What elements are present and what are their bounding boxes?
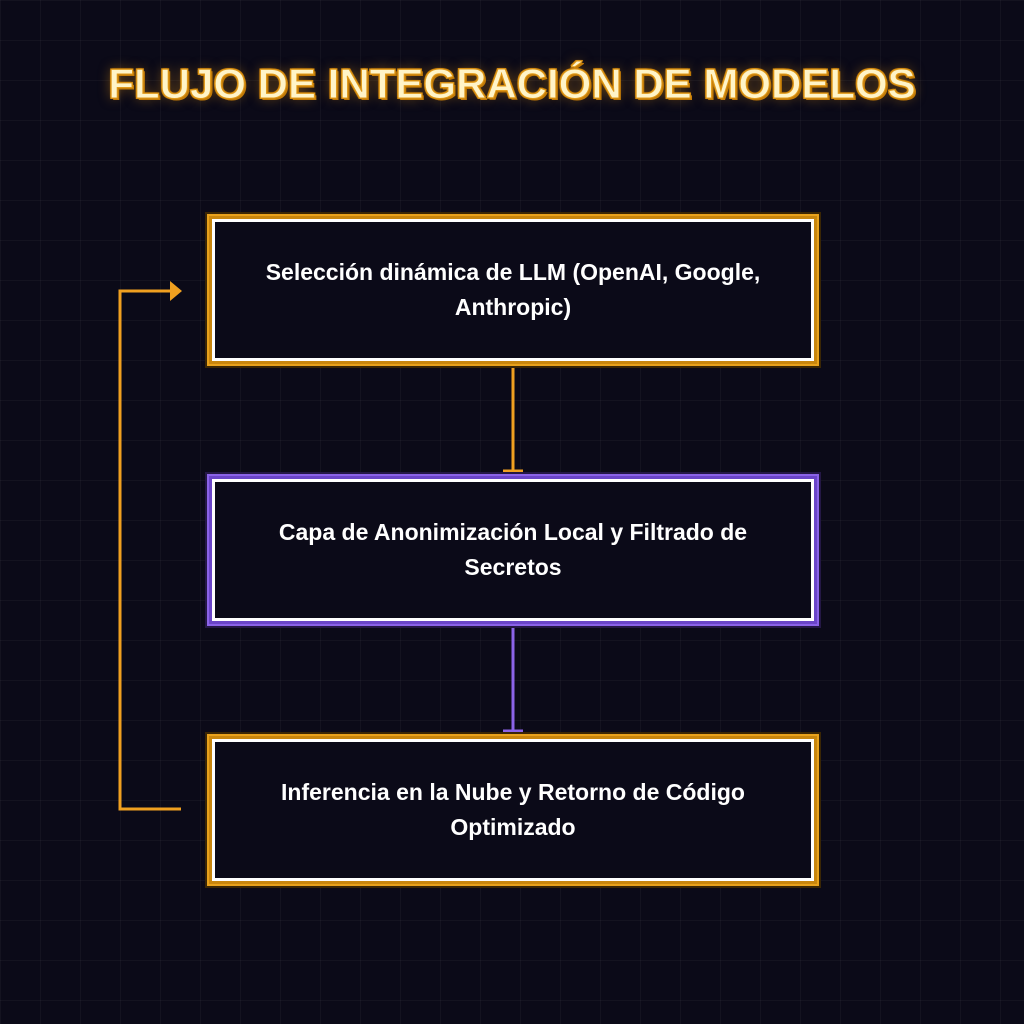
node-anonymization: Capa de Anonimización Local y Filtrado d… xyxy=(212,479,814,621)
node-label: Inferencia en la Nube y Retorno de Códig… xyxy=(281,779,745,840)
node-llm-selection: Selección dinámica de LLM (OpenAI, Googl… xyxy=(212,219,814,361)
node-label: Capa de Anonimización Local y Filtrado d… xyxy=(278,519,748,580)
diagram-title: FLUJO DE INTEGRACIÓN DE MODELOS xyxy=(108,60,916,108)
edge-inference-to-selection xyxy=(118,289,181,811)
node-inference: Inferencia en la Nube y Retorno de Códig… xyxy=(212,739,814,881)
node-label: Selección dinámica de LLM (OpenAI, Googl… xyxy=(265,259,761,320)
arrowhead-loop-icon xyxy=(170,281,182,301)
